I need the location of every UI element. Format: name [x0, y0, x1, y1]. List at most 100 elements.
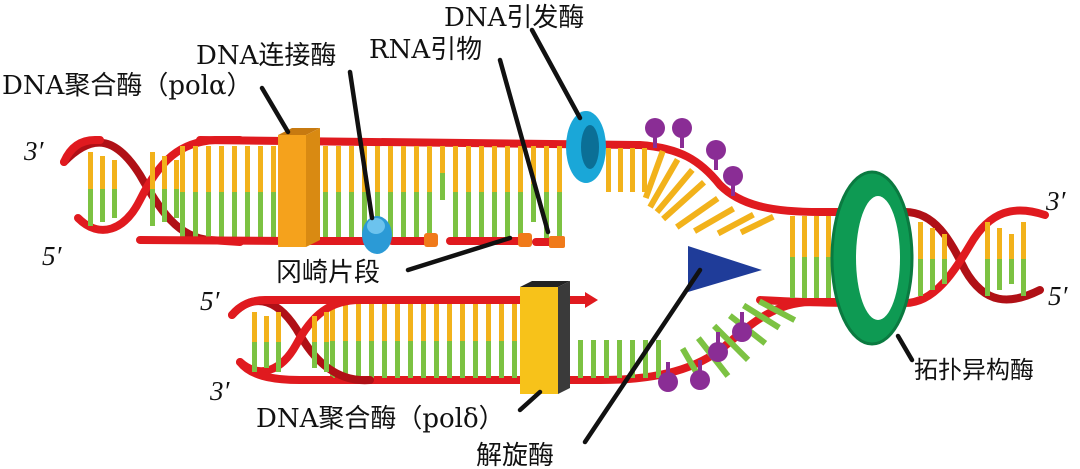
upper-base-pair-green	[466, 192, 471, 238]
fork-lower-base	[712, 323, 751, 362]
left-top-base-pair-green	[150, 189, 155, 226]
fork-right-base-pair-green	[814, 257, 819, 298]
lower-base-pair-green	[460, 341, 465, 378]
left-top-base-pair-green	[112, 189, 117, 218]
topoisomerase-label: 拓扑异构酶	[914, 356, 1034, 384]
fork-upper-base	[693, 206, 735, 234]
right-base-pair-yellow	[1009, 234, 1014, 259]
right-base-pair-yellow	[985, 222, 990, 259]
lower-base-pair-green	[408, 341, 413, 378]
right-base-pair-yellow	[918, 222, 923, 259]
left-bottom-base-pair-yellow	[252, 312, 257, 342]
lower-duplex	[314, 296, 884, 384]
upper-base-pair-green	[492, 192, 497, 238]
fork-single-strand-bases	[642, 150, 797, 389]
ssb-protein-stem	[653, 136, 657, 148]
upper-base-pair-green	[193, 192, 198, 238]
ssb-protein-stem	[680, 136, 684, 148]
upper-base-pair-green	[219, 192, 224, 238]
left-top-base-pair-yellow	[162, 156, 167, 189]
fork-right-base-pair-green	[826, 257, 831, 298]
dna-polymerase-delta-block	[520, 281, 570, 394]
lower-base-pair-yellow	[473, 304, 478, 341]
dna-ligase-shape	[362, 216, 392, 254]
ssb-protein-stem	[716, 332, 720, 344]
label-pointers	[259, 27, 915, 445]
upper-base-pair-green	[414, 192, 419, 238]
left-top-base-pair-green	[162, 189, 167, 222]
upper-base-pair-yellow	[531, 146, 536, 184]
right-3-prime-end: 3′	[1045, 186, 1067, 216]
left-top-base-pair-yellow	[112, 160, 117, 189]
helicase-triangle	[688, 246, 762, 292]
lower-base-green	[656, 340, 661, 378]
lower-base-pair-green	[343, 341, 348, 378]
ssb-protein-stem	[698, 360, 702, 372]
upper-base-pair-yellow	[440, 146, 445, 173]
lower-base-pair-yellow	[460, 304, 465, 341]
fork-right-base-pair-yellow	[826, 216, 831, 257]
lower-base-pair-green	[330, 341, 335, 378]
left-top-base-pair-yellow	[88, 152, 93, 189]
upper-base-pair-green	[453, 192, 458, 238]
upper-base-pair-yellow	[479, 146, 484, 192]
lower-base-green	[643, 340, 648, 378]
lower-base-pair-green	[434, 341, 439, 378]
lower-base-pair-green	[473, 341, 478, 378]
lower-base-green	[578, 340, 583, 378]
fork-right-base-pair-green	[790, 257, 795, 298]
bottom-left-3-prime-end: 3′	[209, 376, 231, 406]
upper-base-pair-green	[232, 192, 237, 238]
ssb-protein-icon	[732, 322, 752, 342]
upper-base-pair-yellow	[544, 146, 549, 192]
right-base-pair-green	[942, 259, 947, 284]
lower-base-green	[591, 340, 596, 378]
left-bottom-base-pair-green	[264, 342, 269, 368]
right-base-pair-yellow	[997, 228, 1002, 259]
fork-upper-base	[675, 195, 720, 230]
upper-base-yellow	[618, 148, 623, 192]
ssb-protein-icon	[658, 372, 678, 392]
ssb-protein-stem	[740, 312, 744, 324]
upper-base-pair-yellow	[245, 146, 250, 192]
rna-primers	[424, 233, 565, 248]
right-helix-base-pairs	[790, 216, 1026, 298]
upper-base-pair-green	[544, 192, 549, 238]
upper-base-pair-yellow	[271, 146, 276, 192]
upper-base-pair-yellow	[505, 146, 510, 192]
lower-base-pair-yellow	[486, 304, 491, 341]
lower-base-pair-green	[486, 341, 491, 378]
fork-upper-base	[661, 180, 707, 222]
upper-base-yellow	[630, 148, 635, 192]
right-base-pair-green	[930, 259, 935, 290]
left-bottom-base-pair-green	[324, 342, 329, 372]
upper-base-pair-green	[206, 192, 211, 238]
leading-strand-arrow-icon	[585, 292, 598, 308]
lower-base-pair-yellow	[369, 304, 374, 341]
dna-primase-label: DNA引发酶	[444, 3, 584, 33]
top-left-3-prime-end: 3′	[23, 136, 45, 166]
right-base-pair-yellow	[1021, 222, 1026, 259]
lower-base-pair-yellow	[330, 304, 335, 341]
left-top-helix	[60, 136, 244, 246]
lower-base-pair-yellow	[408, 304, 413, 341]
upper-base-yellow	[606, 148, 611, 192]
lower-base-pair-yellow	[356, 304, 361, 341]
upper-base-pair-yellow	[336, 146, 341, 192]
left-bottom-base-pair-yellow	[264, 316, 269, 342]
fork-upper-base	[716, 212, 755, 237]
upper-base-pair-yellow	[323, 146, 328, 192]
left-top-base-pair-green	[174, 189, 179, 218]
upper-base-pair-yellow	[375, 146, 380, 192]
upper-base-pair-yellow	[180, 146, 185, 192]
left-top-helix-base-pairs	[88, 152, 179, 226]
lower-base-pair-green	[356, 341, 361, 378]
left-bottom-base-pair-green	[276, 342, 281, 372]
upper-base-pair-green	[349, 192, 354, 238]
ssb-protein-icon	[645, 118, 665, 138]
upper-base-pair-green	[245, 192, 250, 238]
upper-base-pair-green	[323, 192, 328, 238]
left-bottom-base-pair-yellow	[312, 316, 317, 342]
lower-base-green	[604, 340, 609, 378]
upper-base-pair-yellow	[349, 146, 354, 192]
